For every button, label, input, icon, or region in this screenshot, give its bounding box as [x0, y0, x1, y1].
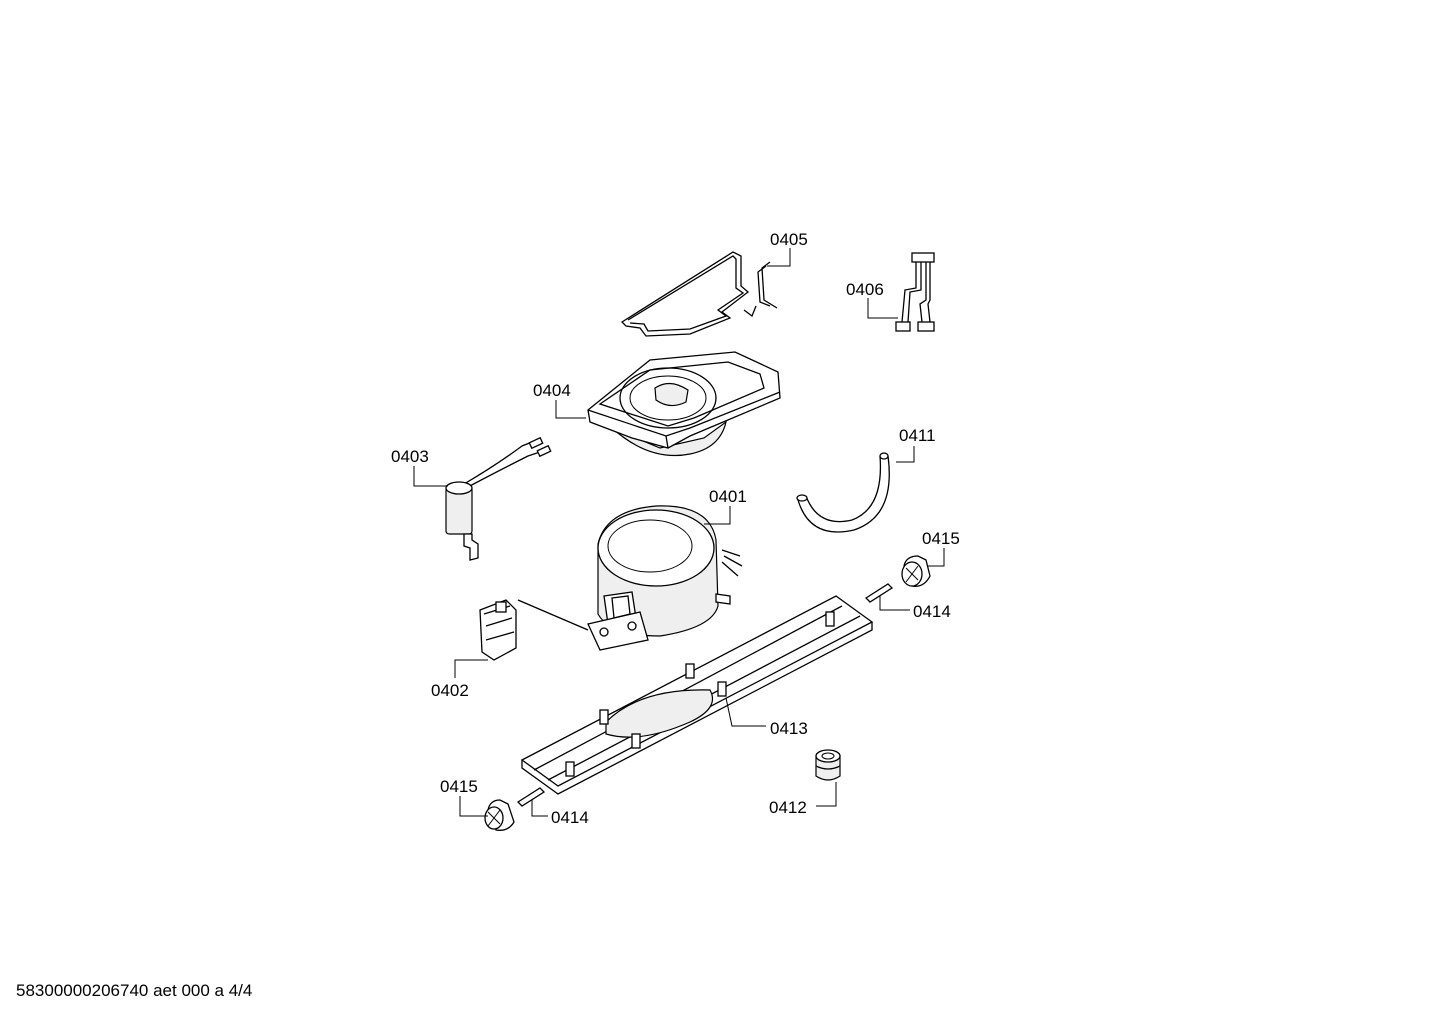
svg-text:0403: 0403 — [391, 447, 429, 466]
callout-0401: 0401 — [704, 487, 747, 525]
svg-text:0401: 0401 — [709, 487, 747, 506]
part-0414-pin-upper[interactable] — [864, 583, 894, 603]
part-0413-base-rail[interactable] — [520, 595, 874, 795]
part-0401-compressor[interactable] — [587, 505, 743, 651]
callout-0405: 0405 — [767, 230, 808, 267]
callout-0402: 0402 — [431, 659, 488, 700]
callout-0415-lower: 0415 — [440, 777, 488, 817]
callout-0412: 0412 — [769, 782, 837, 817]
callout-0415-upper: 0415 — [922, 529, 960, 567]
callout-0411: 0411 — [896, 426, 936, 463]
svg-text:0402: 0402 — [431, 681, 469, 700]
svg-text:0414: 0414 — [551, 808, 589, 827]
callout-0403: 0403 — [391, 447, 448, 487]
svg-text:0411: 0411 — [899, 426, 936, 445]
part-0412-grommet[interactable] — [815, 749, 841, 781]
part-0404-evaporation-tray[interactable] — [587, 351, 781, 457]
part-0402-start-relay[interactable] — [479, 599, 589, 661]
svg-text:0405: 0405 — [770, 230, 808, 249]
svg-text:0415: 0415 — [440, 777, 478, 796]
callout-0406: 0406 — [846, 280, 898, 319]
svg-text:0412: 0412 — [769, 798, 807, 817]
part-0405-heater-loop[interactable] — [620, 251, 778, 337]
callout-0414-lower: 0414 — [531, 800, 589, 827]
svg-text:0406: 0406 — [846, 280, 884, 299]
callout-0414-upper: 0414 — [879, 596, 951, 621]
document-id-footer: 58300000206740 aet 000 a 4/4 — [16, 981, 253, 1000]
svg-text:0413: 0413 — [770, 719, 808, 738]
svg-text:0415: 0415 — [922, 529, 960, 548]
part-0406-wire-harness[interactable] — [895, 252, 935, 332]
part-0415-foot-lower[interactable] — [484, 799, 515, 831]
svg-text:0414: 0414 — [913, 602, 951, 621]
part-0414-pin-lower[interactable] — [516, 787, 546, 807]
svg-text:0404: 0404 — [533, 381, 571, 400]
part-0403-capacitor[interactable] — [445, 436, 552, 561]
part-0415-foot-upper[interactable] — [901, 555, 931, 587]
callout-0404: 0404 — [533, 381, 586, 419]
callout-0413: 0413 — [725, 697, 808, 738]
part-0411-hose[interactable] — [796, 452, 890, 533]
